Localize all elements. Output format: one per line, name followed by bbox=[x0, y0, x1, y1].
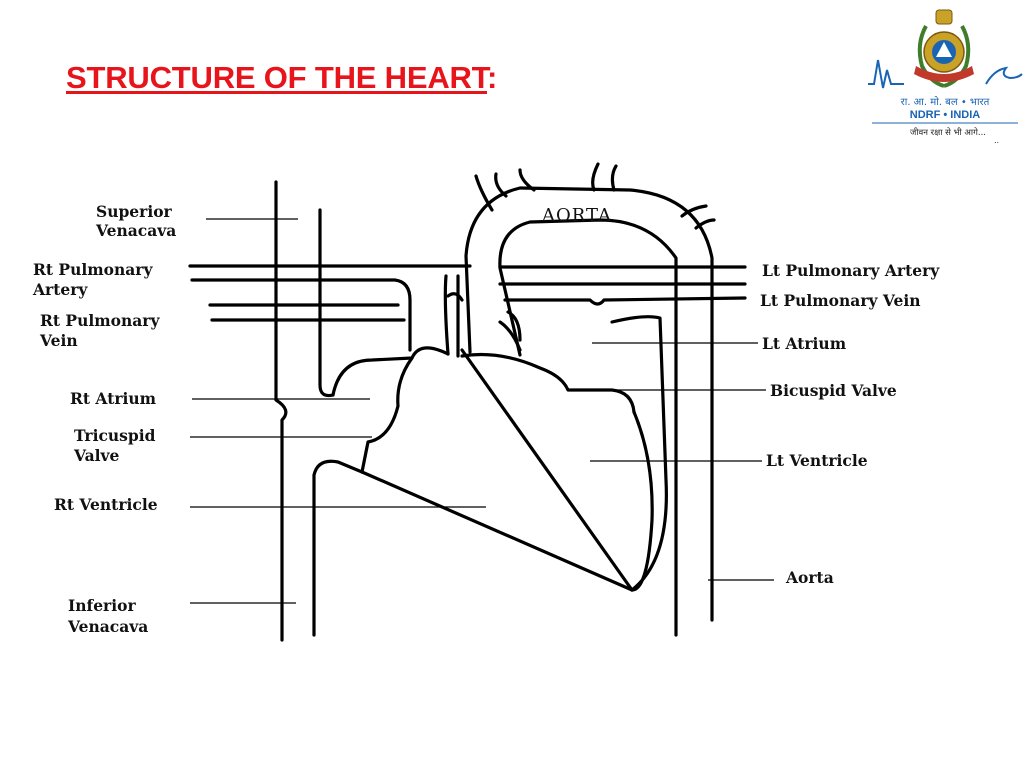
lt-pulmonary-artery-vessel bbox=[498, 265, 747, 286]
ndrf-logo: रा. आ. मो. बल • भारत NDRF • INDIA जीवन र… bbox=[868, 9, 1023, 145]
wave-icon bbox=[985, 66, 1023, 85]
slide-title: STRUCTURE OF THE HEART: bbox=[66, 60, 497, 96]
pulmonary-trunk bbox=[443, 274, 460, 358]
slide-title-text: STRUCTURE OF THE HEART bbox=[66, 60, 487, 95]
label-rt-atrium: Rt Atrium bbox=[70, 389, 157, 408]
septum-right-wall bbox=[360, 356, 414, 474]
aortic-arch-outer bbox=[464, 186, 714, 622]
aortic-branches bbox=[474, 162, 716, 230]
logo-motto-dots: .. bbox=[994, 136, 999, 145]
right-atrium-outline bbox=[331, 346, 450, 397]
logo-motto: जीवन रक्षा से भी आगे... bbox=[910, 127, 986, 138]
aortic-arch-inner bbox=[498, 218, 678, 637]
label-lt-ventricle: Lt Ventricle bbox=[766, 451, 868, 470]
emblem-icon bbox=[914, 9, 974, 88]
vena-cava-outer-wall bbox=[274, 180, 288, 642]
left-ventricle-wall bbox=[630, 410, 654, 592]
left-atrium-lower bbox=[460, 352, 636, 414]
left-heart-outer-wall bbox=[610, 315, 668, 592]
aortic-valve bbox=[446, 292, 522, 352]
label-rt-ventricle: Rt Ventricle bbox=[54, 495, 158, 514]
logo-ribbon bbox=[872, 107, 1018, 121]
inferior-venacava-inner-wall bbox=[312, 459, 364, 637]
logo-hindi-name: रा. आ. मो. बल • भारत bbox=[901, 96, 990, 108]
superior-venacava-inner-wall bbox=[318, 208, 335, 398]
rt-pulmonary-vein-vessel bbox=[208, 303, 406, 322]
right-labels: Lt Pulmonary Artery Lt Pulmonary Vein Lt… bbox=[590, 261, 940, 587]
label-aorta: Aorta bbox=[785, 568, 834, 587]
septum-line bbox=[460, 348, 634, 592]
heartbeat-line-icon bbox=[868, 59, 904, 89]
logo-ribbon-text: NDRF • INDIA bbox=[910, 109, 981, 121]
slide-title-colon: : bbox=[487, 60, 498, 95]
label-lt-pulmonary-vein: Lt Pulmonary Vein bbox=[760, 291, 921, 310]
rt-pulmonary-artery-vessel bbox=[188, 264, 472, 352]
right-ventricle-lower-wall bbox=[360, 470, 634, 592]
label-lt-pulmonary-artery: Lt Pulmonary Artery bbox=[762, 261, 940, 280]
label-bicuspid-valve: Bicuspid Valve bbox=[770, 381, 897, 400]
aorta-arch-label: AORTA bbox=[541, 205, 612, 226]
label-lt-atrium: Lt Atrium bbox=[762, 334, 847, 353]
